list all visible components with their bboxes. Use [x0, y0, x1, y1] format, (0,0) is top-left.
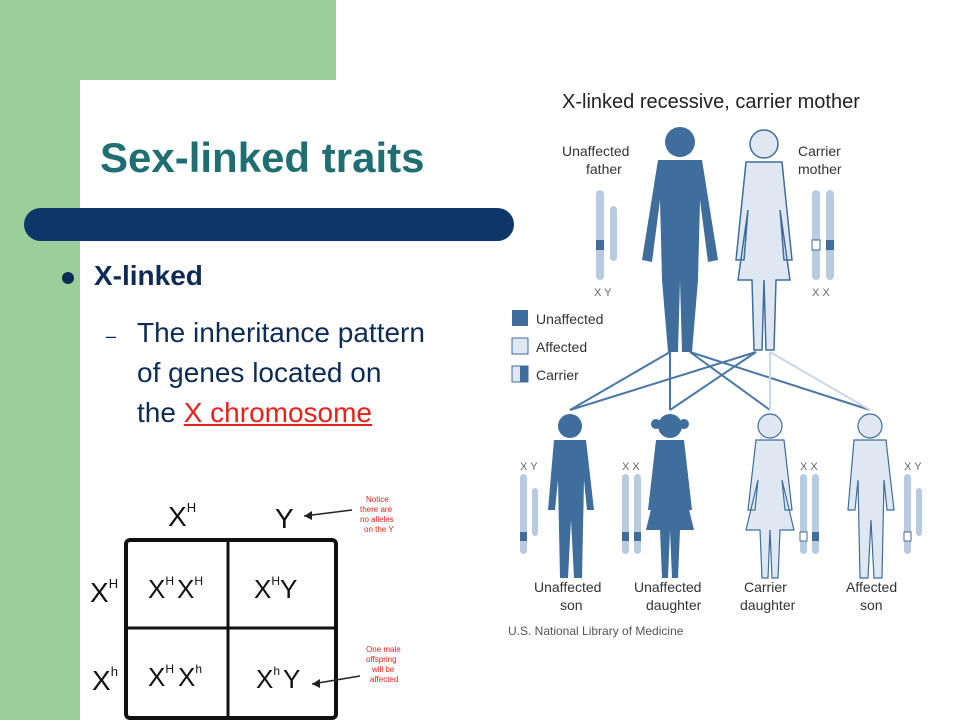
bullet-x-linked: X-linked	[94, 260, 203, 291]
svg-text:Unaffected: Unaffected	[634, 579, 701, 595]
svg-text:no alleles: no alleles	[360, 515, 394, 524]
svg-text:X Y: X Y	[520, 461, 538, 473]
svg-text:offspring: offspring	[366, 655, 397, 664]
credit-line: U.S. National Library of Medicine	[508, 624, 684, 638]
svg-text:X X: X X	[812, 287, 830, 299]
legend-carrier: Carrier	[536, 367, 579, 383]
punnett-side-xh-lower: Xh	[92, 664, 118, 696]
punnett-top-y: Y	[275, 503, 294, 534]
green-header-block	[80, 0, 336, 80]
dash-icon: –	[106, 326, 117, 346]
svg-text:X X: X X	[622, 461, 640, 473]
father-chromosomes: X Y	[594, 190, 617, 299]
father-figure	[642, 127, 718, 352]
svg-text:X Y: X Y	[594, 287, 612, 299]
father-label-1: Unaffected	[562, 143, 629, 159]
child-carrier-daughter: X X Carrier daughter	[740, 413, 819, 613]
mother-label-2: mother	[798, 161, 842, 177]
svg-text:Unaffected: Unaffected	[534, 579, 601, 595]
child-unaffected-son: X Y Unaffected son	[520, 414, 601, 613]
svg-text:daughter: daughter	[646, 597, 702, 613]
svg-text:X Y: X Y	[904, 461, 922, 473]
mother-figure	[735, 129, 793, 351]
title-underline-bar	[24, 208, 514, 241]
child-unaffected-daughter: X X Unaffected daughter	[622, 414, 702, 613]
punnett-cell-xhy: XHY	[254, 574, 297, 604]
punnett-side-xh: XH	[90, 576, 118, 608]
mother-label-1: Carrier	[798, 143, 841, 159]
punnett-note-top: Notice there are no alleles on the Y	[360, 495, 394, 534]
green-sidebar	[0, 0, 80, 720]
punnett-note-bottom: One male offspring will be affected	[366, 645, 401, 684]
svg-text:affected: affected	[370, 675, 398, 684]
svg-text:Notice: Notice	[366, 495, 389, 504]
punnett-top-xh: XH	[168, 500, 196, 532]
svg-text:X X: X X	[800, 461, 818, 473]
child-affected-son: X Y Affected son	[846, 413, 922, 613]
sub-bullet-prefix: The inheritance pattern of genes located…	[137, 317, 425, 428]
svg-text:Carrier: Carrier	[744, 579, 787, 595]
svg-text:daughter: daughter	[740, 597, 796, 613]
svg-text:there are: there are	[360, 505, 393, 514]
legend-unaffected: Unaffected	[536, 311, 603, 327]
legend: Unaffected Affected Carrier	[511, 310, 603, 383]
x-chromosome-link[interactable]: X chromosome	[183, 397, 373, 428]
pedigree-title: X-linked recessive, carrier mother	[562, 91, 860, 113]
mother-chromosomes: X X	[811, 190, 834, 299]
svg-text:son: son	[860, 597, 883, 613]
svg-text:on the Y: on the Y	[364, 525, 394, 534]
slide-title: Sex-linked traits	[100, 134, 425, 181]
pedigree-diagram: X-linked recessive, carrier mother Unaff…	[508, 91, 922, 638]
svg-text:Affected: Affected	[846, 579, 897, 595]
sub-bullet-text: The inheritance pattern of genes located…	[137, 313, 427, 433]
svg-text:One male: One male	[366, 645, 401, 654]
father-label-2: father	[586, 161, 622, 177]
inheritance-lines	[569, 351, 871, 411]
legend-affected: Affected	[536, 339, 587, 355]
bullet-icon	[62, 272, 74, 284]
svg-text:will be: will be	[371, 665, 395, 674]
svg-text:son: son	[560, 597, 583, 613]
